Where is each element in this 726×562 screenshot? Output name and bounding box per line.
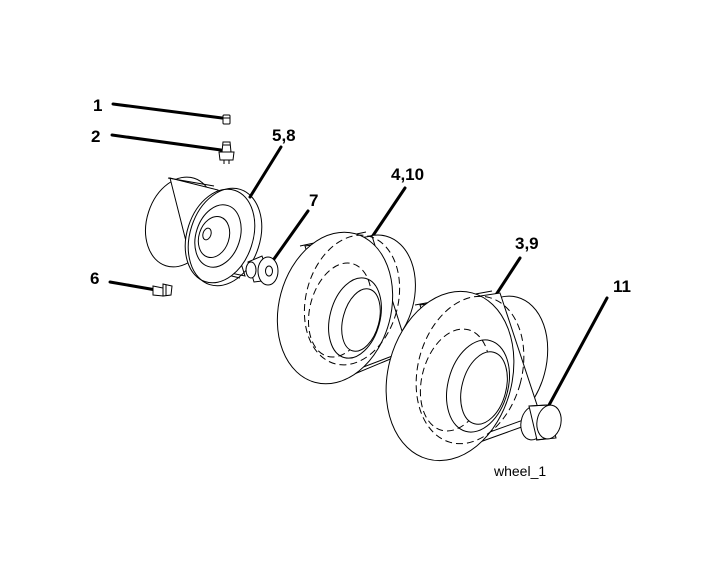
front-tire-drawing	[276, 231, 416, 385]
callout-label-rear-tire: 3,9	[515, 234, 539, 253]
callout-label-valve-stem: 2	[91, 127, 100, 146]
leader-line-valve-cap	[111, 102, 224, 120]
leader-line-hub-cap	[546, 296, 609, 409]
rim-drawing	[145, 176, 263, 287]
callout-label-bushing: 7	[309, 191, 318, 210]
leader-line-valve-stem	[110, 133, 223, 152]
callout-label-grease-fitting: 6	[90, 269, 99, 288]
callout-label-valve-cap: 1	[93, 96, 102, 115]
leader-line-grease-fitting	[108, 280, 158, 292]
bushing-drawing	[245, 255, 279, 286]
valve-cap-drawing	[222, 114, 231, 125]
leader-line-front-tire	[370, 186, 407, 239]
diagram-caption: wheel_1	[493, 463, 546, 479]
valve-stem-drawing	[218, 141, 235, 164]
grease-fitting-drawing	[152, 283, 173, 297]
rear-tire-drawing	[385, 290, 549, 462]
callout-label-rim: 5,8	[272, 126, 296, 145]
callout-label-front-tire: 4,10	[391, 165, 424, 184]
callout-label-hub-cap: 11	[613, 277, 631, 296]
leader-lines	[108, 102, 609, 409]
leader-line-bushing	[272, 209, 310, 261]
hub-cap-drawing	[520, 404, 562, 441]
leader-line-rim	[248, 145, 283, 199]
